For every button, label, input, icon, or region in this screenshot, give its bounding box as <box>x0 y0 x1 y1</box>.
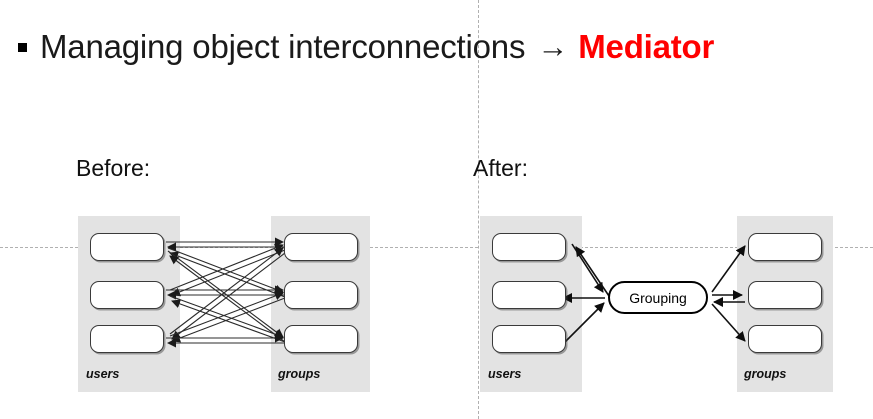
after-groups-panel-label: groups <box>744 367 787 381</box>
mediator-node-grouping[interactable]: Grouping <box>608 281 708 314</box>
after-user-node-3[interactable] <box>492 325 566 353</box>
before-users-panel-label: users <box>86 367 120 381</box>
horizontal-guide-line <box>0 247 873 248</box>
vertical-guide-line <box>478 0 479 419</box>
before-group-node-1[interactable] <box>284 233 358 261</box>
before-group-node-3[interactable] <box>284 325 358 353</box>
before-group-node-2[interactable] <box>284 281 358 309</box>
title-accent-text: Mediator <box>578 28 715 65</box>
after-section-caption: After: <box>473 155 528 181</box>
right-arrow-icon: → <box>537 29 569 64</box>
after-connection-wires <box>562 243 746 344</box>
before-diagram: users groups <box>0 210 440 395</box>
after-group-node-3[interactable] <box>748 325 822 353</box>
before-user-node-2[interactable] <box>90 281 164 309</box>
after-users-panel-label: users <box>488 367 522 381</box>
before-groups-panel-label: groups <box>278 367 321 381</box>
after-user-node-1[interactable] <box>492 233 566 261</box>
before-user-node-3[interactable] <box>90 325 164 353</box>
mediator-node-label: Grouping <box>629 289 687 306</box>
after-diagram: Grouping users groups <box>440 210 873 395</box>
slide-title: Managing object interconnections → Media… <box>18 28 714 66</box>
title-main-text: Managing object interconnections <box>40 28 526 65</box>
after-group-node-2[interactable] <box>748 281 822 309</box>
before-user-node-1[interactable] <box>90 233 164 261</box>
square-bullet-icon <box>18 42 27 52</box>
before-section-caption: Before: <box>76 155 151 181</box>
after-user-node-2[interactable] <box>492 281 566 309</box>
before-connection-wires <box>166 237 286 348</box>
after-group-node-1[interactable] <box>748 233 822 261</box>
